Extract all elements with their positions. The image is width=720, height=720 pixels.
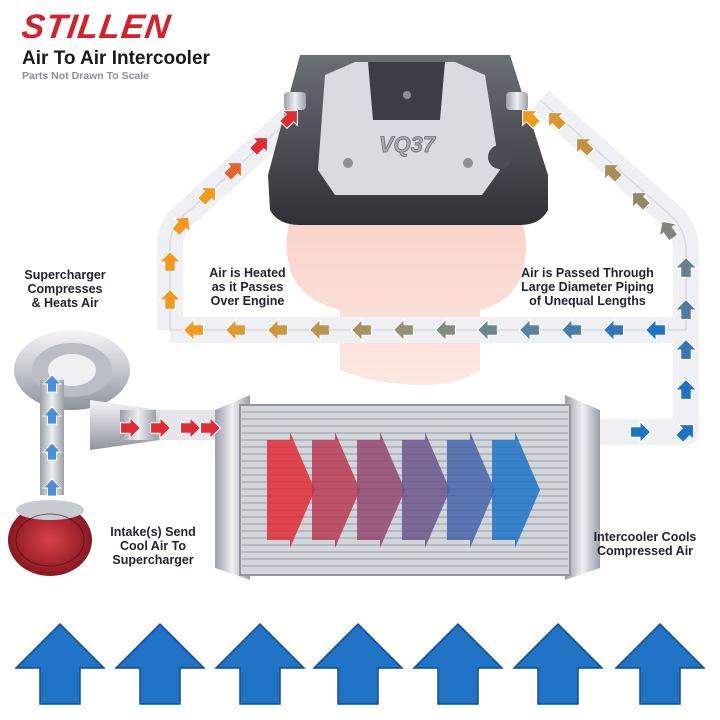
chevron-arrow-icon bbox=[158, 288, 182, 310]
intake-filter bbox=[8, 500, 92, 576]
core-flow-arrow-icon bbox=[267, 432, 315, 548]
chevron-arrow-icon bbox=[604, 164, 624, 184]
chevron-arrow-icon bbox=[278, 110, 298, 130]
up-arrow-icon bbox=[312, 622, 404, 705]
chevron-arrow-icon bbox=[222, 162, 242, 182]
chevron-arrow-icon bbox=[196, 187, 216, 207]
chevron-arrow-icon bbox=[150, 416, 172, 440]
chevron-arrow-icon bbox=[522, 110, 542, 130]
chevron-arrow-icon bbox=[434, 318, 456, 342]
core-flow-arrow-icon bbox=[447, 432, 495, 548]
chevron-arrow-icon bbox=[308, 318, 330, 342]
chevron-arrow-icon bbox=[41, 374, 63, 393]
chevron-arrow-icon bbox=[630, 420, 652, 444]
engine-cover: VQ37 bbox=[268, 55, 548, 225]
chevron-arrow-icon bbox=[674, 256, 698, 278]
chevron-arrow-icon bbox=[392, 318, 414, 342]
ambient-air-arrows bbox=[14, 622, 706, 705]
up-arrow-icon bbox=[214, 622, 306, 705]
label-intercooler: Intercooler Cools Compressed Air bbox=[593, 530, 697, 558]
chevron-arrow-icon bbox=[674, 338, 698, 360]
chevron-arrow-icon bbox=[560, 318, 582, 342]
chevron-arrow-icon bbox=[518, 318, 540, 342]
chevron-arrow-icon bbox=[674, 298, 698, 320]
chevron-arrow-icon bbox=[674, 424, 694, 444]
engine-block-silhouette bbox=[286, 200, 526, 385]
chevron-arrow-icon bbox=[350, 318, 372, 342]
up-arrow-icon bbox=[614, 622, 706, 705]
supercharger bbox=[14, 330, 160, 495]
up-arrow-icon bbox=[14, 622, 106, 705]
chevron-arrow-icon bbox=[548, 112, 568, 132]
chevron-arrow-icon bbox=[224, 318, 246, 342]
chevron-arrow-icon bbox=[41, 406, 63, 425]
chevron-arrow-icon bbox=[120, 416, 142, 440]
up-arrow-icon bbox=[114, 622, 206, 705]
label-passed: Air is Passed Through Large Diameter Pip… bbox=[521, 266, 654, 308]
chevron-arrow-icon bbox=[644, 318, 666, 342]
chevron-arrow-icon bbox=[476, 318, 498, 342]
chevron-arrow-icon bbox=[41, 442, 63, 461]
chevron-arrow-icon bbox=[602, 318, 624, 342]
chevron-arrow-icon bbox=[266, 318, 288, 342]
page-subtitle: Parts Not Drawn To Scale bbox=[22, 70, 150, 82]
engine-badge: VQ37 bbox=[379, 132, 437, 157]
label-intake: Intake(s) Send Cool Air To Supercharger bbox=[110, 525, 196, 567]
label-heated: Air is Heated as it Passes Over Engine bbox=[209, 266, 286, 308]
page-title: Air To Air Intercooler bbox=[22, 48, 210, 69]
stillen-logo: STILLEN bbox=[19, 8, 174, 46]
chevron-arrow-icon bbox=[180, 416, 202, 440]
chevron-arrow-icon bbox=[576, 138, 596, 158]
up-arrow-icon bbox=[412, 622, 504, 705]
up-arrow-icon bbox=[512, 622, 604, 705]
label-supercharger: Supercharger Compresses & Heats Air bbox=[24, 268, 106, 310]
chevron-arrow-icon bbox=[158, 250, 182, 272]
core-flow-arrow-icon bbox=[402, 432, 450, 548]
core-flow-arrow-icon bbox=[357, 432, 405, 548]
chevron-arrow-icon bbox=[632, 192, 652, 212]
chevron-arrow-icon bbox=[182, 318, 204, 342]
core-flow-arrow-icon bbox=[492, 432, 540, 548]
chevron-arrow-icon bbox=[200, 416, 222, 440]
chevron-arrow-icon bbox=[658, 220, 679, 242]
chevron-arrow-icon bbox=[171, 216, 191, 237]
core-flow-arrow-icon bbox=[312, 432, 360, 548]
chevron-arrow-icon bbox=[41, 478, 63, 497]
chevron-arrow-icon bbox=[674, 378, 698, 400]
chevron-arrow-icon bbox=[248, 137, 268, 157]
core-airflow-arrows bbox=[267, 432, 540, 548]
airflow-arrows bbox=[41, 110, 698, 497]
